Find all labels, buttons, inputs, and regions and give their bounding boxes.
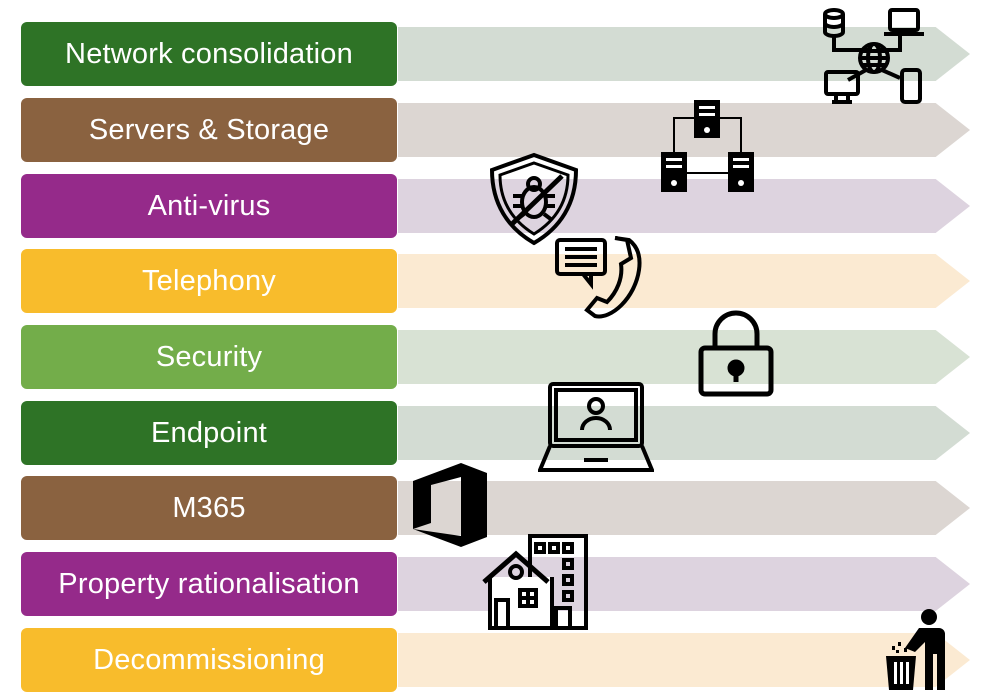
- timeline-arrow: [398, 406, 970, 460]
- label-security: Security: [21, 325, 397, 389]
- network-globe-icon: [818, 6, 930, 108]
- label-property-rationalisation: Property rationalisation: [21, 552, 397, 616]
- phone-chat-icon: [553, 234, 649, 322]
- row-network-consolidation: Network consolidation: [0, 22, 981, 86]
- label-anti-virus: Anti-virus: [21, 174, 397, 238]
- laptop-user-icon: [538, 380, 654, 478]
- label-decommissioning: Decommissioning: [21, 628, 397, 692]
- timeline-arrow: [398, 633, 970, 687]
- bug-shield-icon: [486, 152, 582, 246]
- row-m365: M365: [0, 476, 981, 540]
- padlock-icon: [695, 306, 777, 398]
- buildings-icon: [480, 532, 590, 632]
- timeline-arrow: [398, 103, 970, 157]
- row-servers-storage: Servers & Storage: [0, 98, 981, 162]
- timeline-arrow: [398, 330, 970, 384]
- label-m365: M365: [21, 476, 397, 540]
- label-servers-storage: Servers & Storage: [21, 98, 397, 162]
- label-telephony: Telephony: [21, 249, 397, 313]
- office-logo-icon: [411, 461, 491, 549]
- row-telephony: Telephony: [0, 249, 981, 313]
- row-decommissioning: Decommissioning: [0, 628, 981, 692]
- timeline-arrow: [398, 481, 970, 535]
- timeline-arrow: [398, 254, 970, 308]
- trash-disposal-icon: [882, 606, 952, 692]
- label-network-consolidation: Network consolidation: [21, 22, 397, 86]
- server-cluster-icon: [658, 98, 758, 196]
- row-endpoint: Endpoint: [0, 401, 981, 465]
- label-endpoint: Endpoint: [21, 401, 397, 465]
- row-security: Security: [0, 325, 981, 389]
